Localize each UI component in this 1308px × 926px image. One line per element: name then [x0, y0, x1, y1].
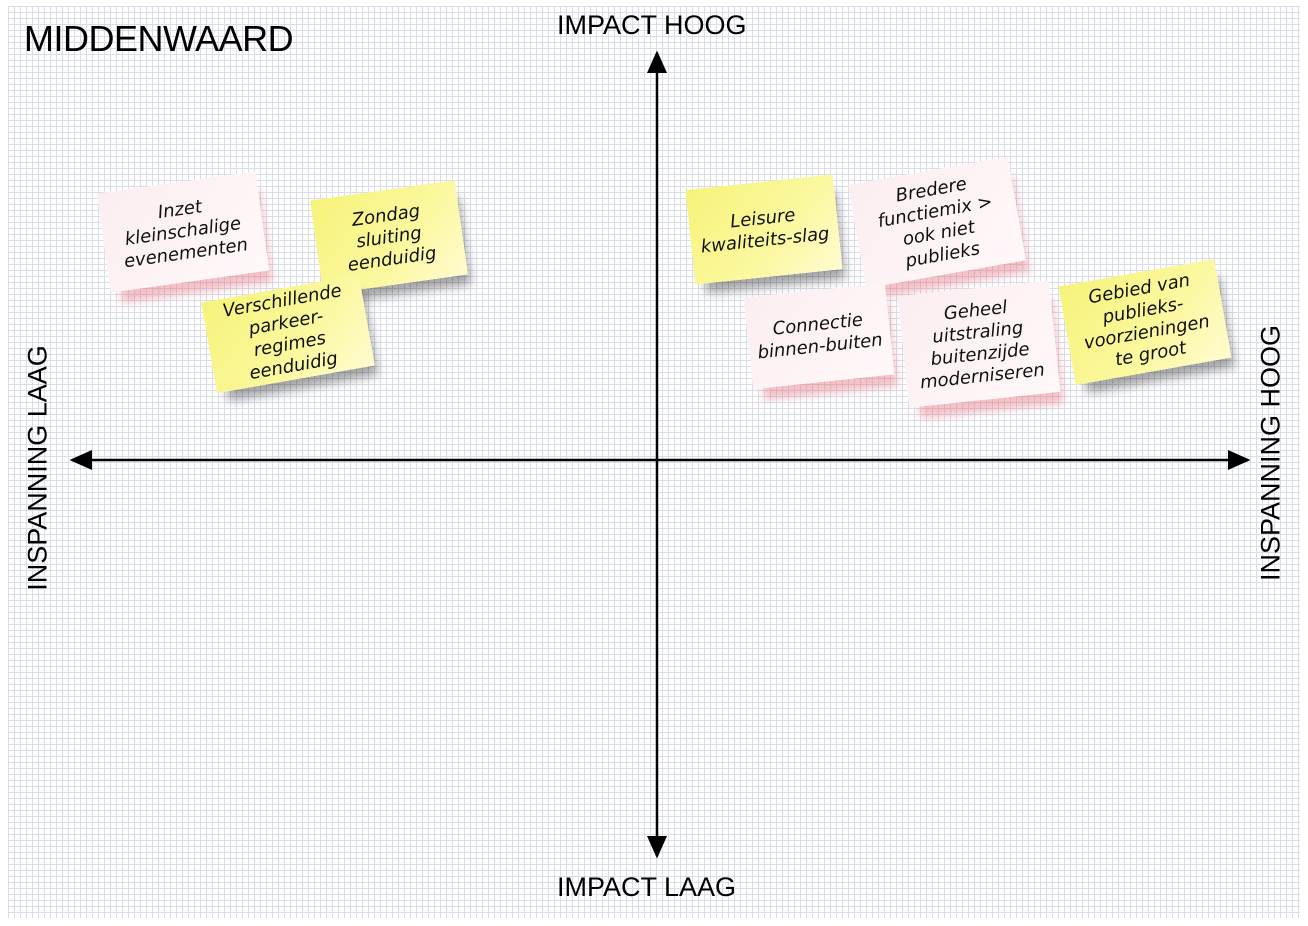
sticky-note[interactable]: Leisure kwaliteits-slag: [685, 174, 843, 285]
axis-label-right: INSPANNING HOOG: [1255, 324, 1286, 582]
axis-label-bottom: IMPACT LAAG: [557, 872, 737, 902]
axis-label-left: INSPANNING LAAG: [22, 345, 53, 591]
sticky-note[interactable]: Zondag sluiting eenduidig: [310, 180, 468, 295]
sticky-note[interactable]: Connectie binnen-buiten: [743, 282, 895, 390]
sticky-note[interactable]: Geheel uitstraling buitenzijde modernise…: [897, 280, 1061, 408]
page-title: MIDDENWAARD: [24, 18, 294, 59]
axis-label-top: IMPACT HOOG: [557, 10, 747, 40]
